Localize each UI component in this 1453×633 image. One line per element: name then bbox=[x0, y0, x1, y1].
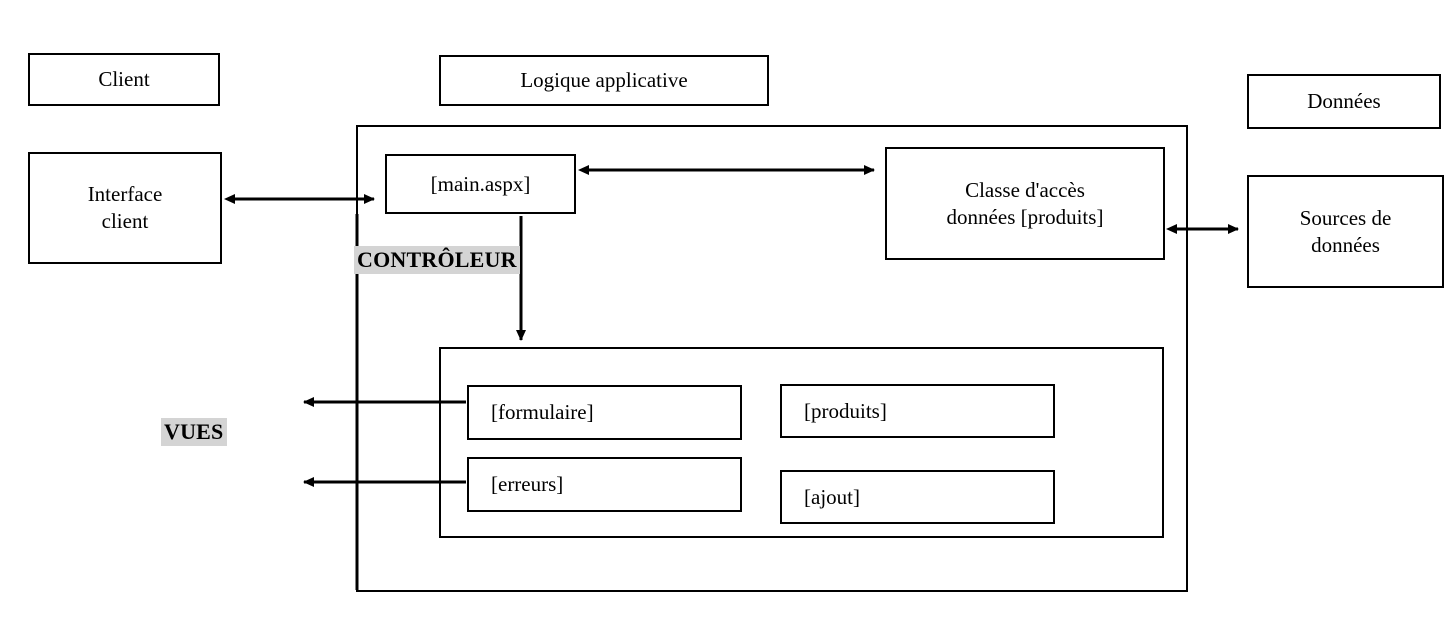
node-interface-client: Interface client bbox=[28, 152, 222, 264]
node-sources-de-donnees-label: Sources de données bbox=[1299, 205, 1392, 257]
node-view-produits: [produits] bbox=[780, 384, 1055, 438]
section-label-controleur: CONTRÔLEUR bbox=[354, 246, 520, 274]
header-box-client-label: Client bbox=[98, 67, 150, 92]
vues-container bbox=[439, 347, 1164, 538]
node-view-formulaire: [formulaire] bbox=[467, 385, 742, 440]
header-box-donnees-label: Données bbox=[1307, 89, 1381, 114]
header-box-logique-applicative-label: Logique applicative bbox=[520, 68, 688, 93]
node-classe-acces-donnees: Classe d'accès données [produits] bbox=[885, 147, 1165, 260]
node-classe-acces-donnees-label: Classe d'accès données [produits] bbox=[946, 177, 1104, 229]
node-main-aspx: [main.aspx] bbox=[385, 154, 576, 214]
header-box-client: Client bbox=[28, 53, 220, 106]
section-label-vues: VUES bbox=[161, 418, 227, 446]
node-view-erreurs-label: [erreurs] bbox=[491, 472, 564, 497]
node-sources-de-donnees: Sources de données bbox=[1247, 175, 1444, 288]
section-label-controleur-text: CONTRÔLEUR bbox=[357, 247, 517, 272]
node-interface-client-label: Interface client bbox=[87, 182, 163, 233]
header-box-donnees: Données bbox=[1247, 74, 1441, 129]
node-view-erreurs: [erreurs] bbox=[467, 457, 742, 512]
node-main-aspx-label: [main.aspx] bbox=[430, 171, 531, 196]
header-box-logique-applicative: Logique applicative bbox=[439, 55, 769, 106]
node-view-produits-label: [produits] bbox=[804, 398, 887, 423]
node-view-ajout-label: [ajout] bbox=[804, 484, 860, 509]
section-label-vues-text: VUES bbox=[164, 419, 224, 444]
node-view-ajout: [ajout] bbox=[780, 470, 1055, 524]
node-view-formulaire-label: [formulaire] bbox=[491, 400, 594, 425]
